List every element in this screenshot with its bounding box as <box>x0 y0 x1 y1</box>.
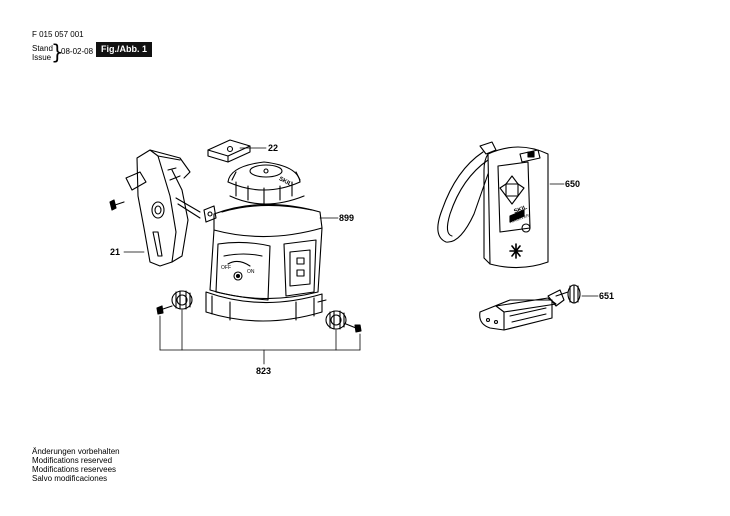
issue-date: 08-02-08 <box>61 47 94 56</box>
modification-notes: Änderungen vorbehalten Modifications res… <box>32 447 120 483</box>
leader-lines <box>123 147 599 365</box>
receiver-drawing <box>437 141 549 269</box>
part-number-22: 22 <box>268 143 279 153</box>
note-line: Modifications reservees <box>32 465 117 474</box>
part-number-21: 21 <box>110 247 121 257</box>
figure-label: Fig./Abb. 1 <box>96 42 152 57</box>
note-line: Modifications reserved <box>32 456 113 465</box>
issue-label: Issue <box>32 53 52 62</box>
wall-bracket-drawing <box>109 149 201 267</box>
feet-drawing <box>156 290 362 333</box>
brace-icon: } <box>51 40 64 64</box>
stand-label: Stand <box>32 44 53 53</box>
target-plate-drawing <box>207 139 251 163</box>
on-text: ON <box>247 269 255 275</box>
part-number-650: 650 <box>565 179 581 189</box>
note-line: Änderungen vorbehalten <box>32 447 120 456</box>
part-number-823: 823 <box>256 366 272 376</box>
part-number-899: 899 <box>339 213 355 223</box>
clamp-drawing <box>479 284 581 331</box>
rotation-laser-drawing <box>203 161 327 322</box>
note-line: Salvo modificaciones <box>32 474 108 483</box>
document-code: F 015 057 001 <box>32 30 84 39</box>
part-number-651: 651 <box>599 291 615 301</box>
off-text: OFF <box>221 265 231 271</box>
